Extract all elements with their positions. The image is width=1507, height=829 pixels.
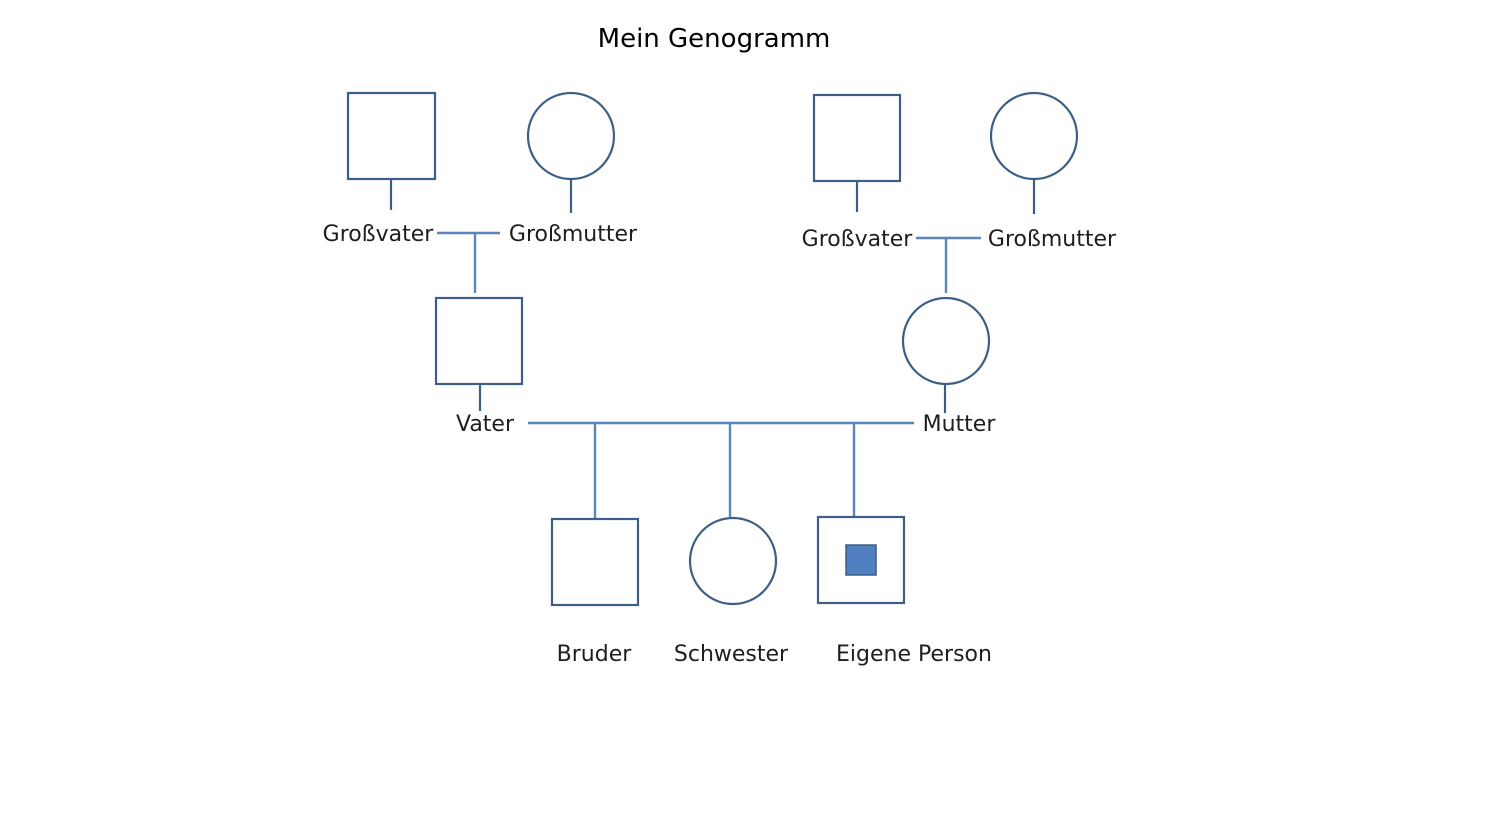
mother-circle-icon: [901, 296, 991, 386]
paternal-grandfather-label: Großvater: [323, 222, 435, 247]
sister-label: Schwester: [674, 642, 789, 667]
paternal-grandfather-square-icon: [346, 91, 437, 181]
sister-circle-icon: [688, 516, 778, 606]
father-square-icon: [434, 296, 524, 386]
father-label: Vater: [456, 412, 515, 437]
maternal-grandmother-circle-icon: [989, 91, 1079, 181]
maternal-grandfather-square-icon: [812, 93, 902, 183]
self-label: Eigene Person: [836, 642, 992, 667]
maternal-grandfather-label: Großvater: [802, 227, 914, 252]
paternal-grandmother-label: Großmutter: [509, 222, 638, 247]
paternal-grandmother-circle-icon: [526, 91, 616, 181]
mother-label: Mutter: [923, 412, 997, 437]
maternal-grandmother-label: Großmutter: [988, 227, 1117, 252]
diagram-title: Mein Genogramm: [598, 24, 831, 54]
brother-label: Bruder: [557, 642, 633, 667]
brother-square-icon: [550, 517, 640, 607]
self-marker-icon: [845, 544, 877, 576]
